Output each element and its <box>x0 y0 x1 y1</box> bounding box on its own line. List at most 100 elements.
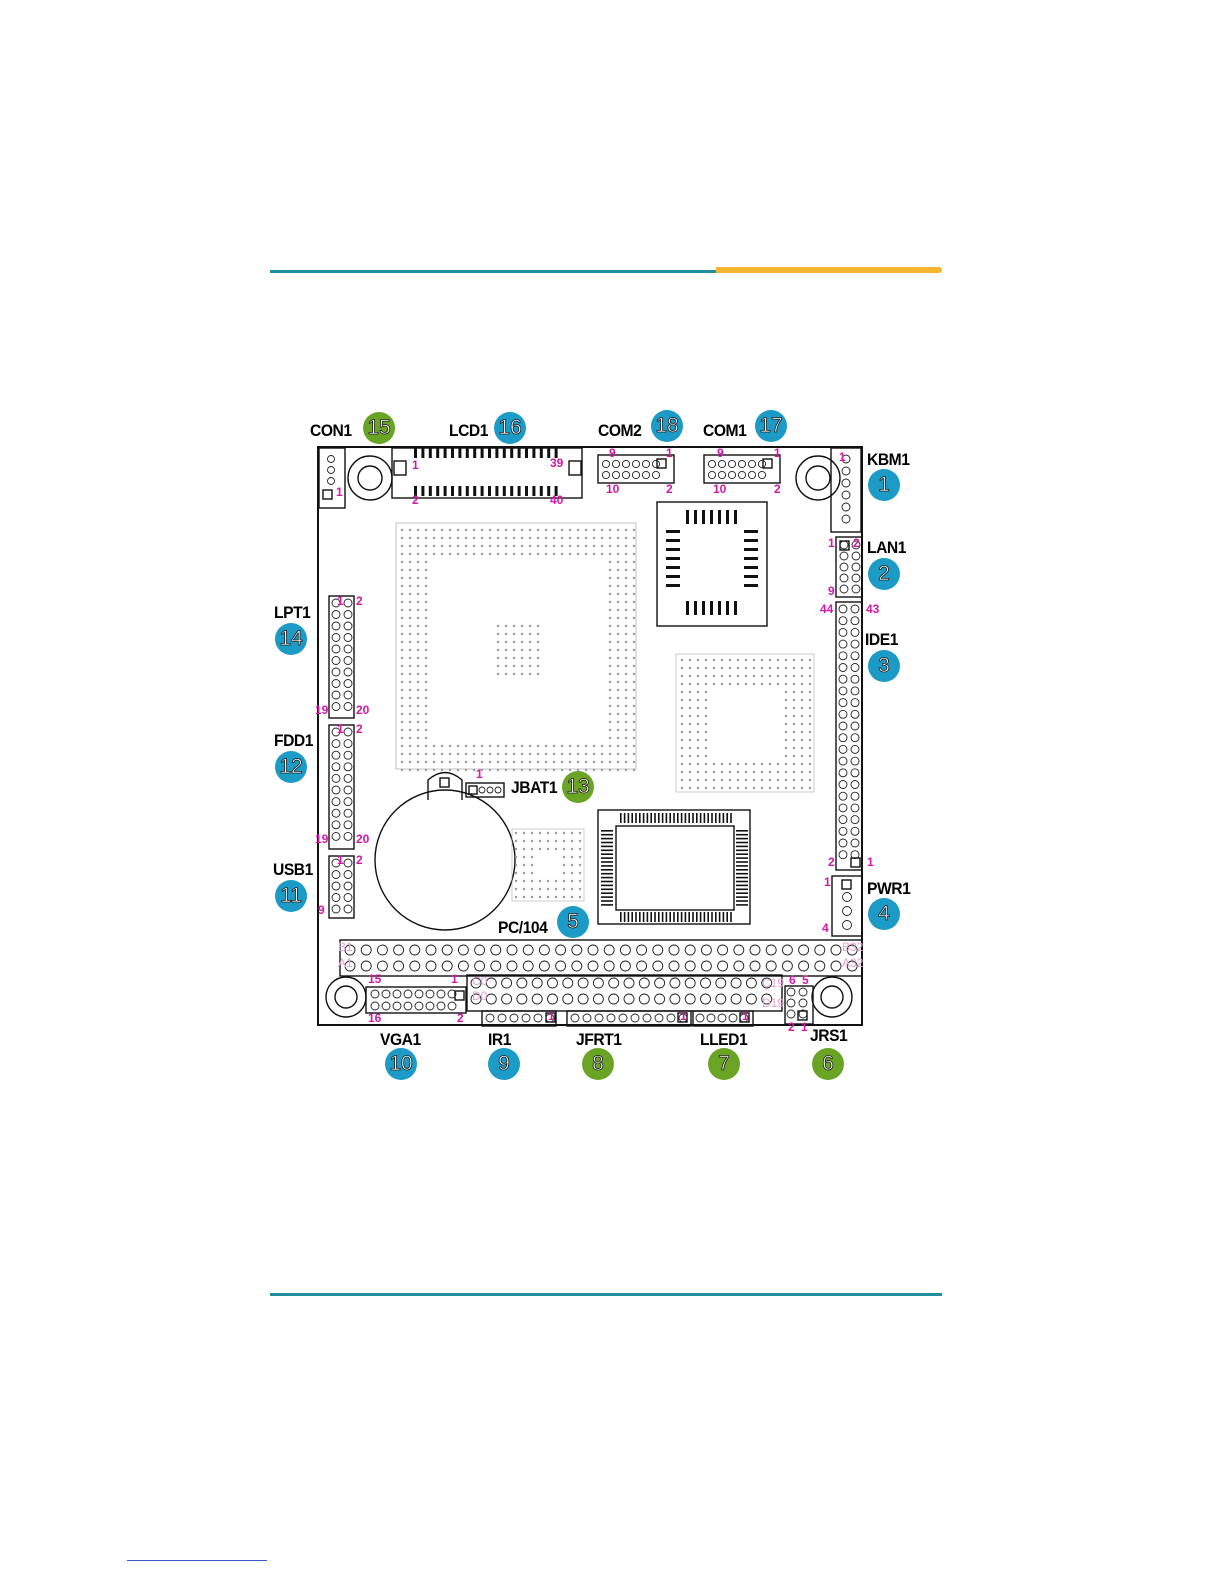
cpu-ball <box>617 673 619 675</box>
chipset-ball <box>745 683 747 685</box>
jrs1-pin-1: 1 <box>801 1020 808 1034</box>
cpu-ball <box>449 769 451 771</box>
chipset-ball <box>745 675 747 677</box>
chipset-ball <box>689 659 691 661</box>
cpu-ball <box>497 769 499 771</box>
pwr1-pin-4: 4 <box>822 921 829 935</box>
cpu-ball <box>625 673 627 675</box>
cpu-ball <box>417 769 419 771</box>
lcd1-latch-left <box>394 461 406 475</box>
cpu-ball <box>529 545 531 547</box>
cpu-ball <box>537 649 539 651</box>
fdd1-pin <box>344 821 352 829</box>
ide1-number-badge: 3 <box>868 650 900 682</box>
jbat1-pin <box>487 787 493 793</box>
qfp-pin <box>696 912 698 922</box>
cpu-ball <box>425 761 427 763</box>
cpu-ball <box>409 545 411 547</box>
cpu-ball <box>425 569 427 571</box>
lan1-pin <box>840 585 848 593</box>
cpu-ball <box>609 585 611 587</box>
usb1-number-badge: 11 <box>275 880 307 912</box>
cpu-ball <box>633 593 635 595</box>
cpu-ball <box>625 537 627 539</box>
pc104-ab-pin <box>799 945 809 955</box>
pc104-pin-a1: A1 <box>338 956 353 970</box>
qfp-pin <box>601 838 613 840</box>
con1-pin-1: 1 <box>336 485 343 499</box>
qfp-pin <box>685 912 687 922</box>
cpu-ball <box>409 585 411 587</box>
small-bga-ball <box>579 840 581 842</box>
cpu-ball <box>633 697 635 699</box>
pwr1-label: PWR1 <box>867 879 910 899</box>
cpu-ball <box>489 545 491 547</box>
cpu-ball <box>617 633 619 635</box>
com2-pin <box>652 460 659 467</box>
pc104-ab-pin <box>572 961 582 971</box>
chipset-ball <box>729 659 731 661</box>
small-bga-ball <box>515 840 517 842</box>
vga1-pin <box>382 990 390 998</box>
chipset-ball <box>729 771 731 773</box>
vga1-pin <box>371 990 379 998</box>
lan1-pin <box>852 585 860 593</box>
small-bga-ball <box>523 888 525 890</box>
lcd1-pin <box>436 486 439 496</box>
kbm1-pin-1: 1 <box>839 450 846 464</box>
cpu-ball <box>409 537 411 539</box>
small-bga-ball <box>515 896 517 898</box>
cpu-ball <box>609 657 611 659</box>
pc104-ab-pin <box>394 961 404 971</box>
com2-pin <box>622 460 629 467</box>
chipset-ball <box>809 691 811 693</box>
chipset-ball <box>769 771 771 773</box>
cpu-ball <box>617 617 619 619</box>
chipset-ball <box>705 683 707 685</box>
com2-label: COM2 <box>598 421 641 441</box>
cpu-ball <box>425 673 427 675</box>
vga1-pin <box>382 1002 390 1010</box>
jbat1-pin-1: 1 <box>476 767 483 781</box>
cpu-ball <box>625 713 627 715</box>
plcc-pin <box>710 510 713 524</box>
cpu-ball <box>609 633 611 635</box>
chipset-ball <box>713 675 715 677</box>
lpt1-pin <box>344 691 352 699</box>
qfp-pin <box>601 892 613 894</box>
qfp-pin <box>736 885 748 887</box>
cpu-ball <box>609 761 611 763</box>
battery-terminal-shape <box>440 778 449 787</box>
cpu-ball <box>401 753 403 755</box>
qfp-pin <box>677 813 679 823</box>
small-bga-ball <box>579 864 581 866</box>
usb1-pin-2: 2 <box>356 853 363 867</box>
cpu-ball <box>457 537 459 539</box>
chipset-ball <box>745 787 747 789</box>
pc104-cd-pin <box>563 994 573 1004</box>
cpu-ball <box>513 665 515 667</box>
com2-pin <box>612 471 619 478</box>
chipset-ball <box>713 683 715 685</box>
chipset-ball <box>745 779 747 781</box>
com2-pin <box>642 460 649 467</box>
pc104-ab-pin <box>701 961 711 971</box>
cpu-ball <box>505 761 507 763</box>
mount-hole-top-left-inner <box>358 466 382 490</box>
small-bga-ball <box>531 856 533 858</box>
cpu-ball <box>609 545 611 547</box>
com1-pin <box>748 471 755 478</box>
pc104-cd-pin <box>486 978 496 988</box>
cpu-ball <box>569 761 571 763</box>
chipset-ball <box>689 747 691 749</box>
chipset-ball <box>681 715 683 717</box>
pc104-ab-pin <box>701 945 711 955</box>
cpu-ball <box>425 577 427 579</box>
pc104-cd-pin <box>578 978 588 988</box>
chipset-ball <box>801 723 803 725</box>
com1-pin-2: 2 <box>774 482 781 496</box>
qfp-pin <box>631 912 633 922</box>
cpu-ball <box>609 697 611 699</box>
chipset-ball <box>785 715 787 717</box>
plcc-pin <box>666 575 680 578</box>
